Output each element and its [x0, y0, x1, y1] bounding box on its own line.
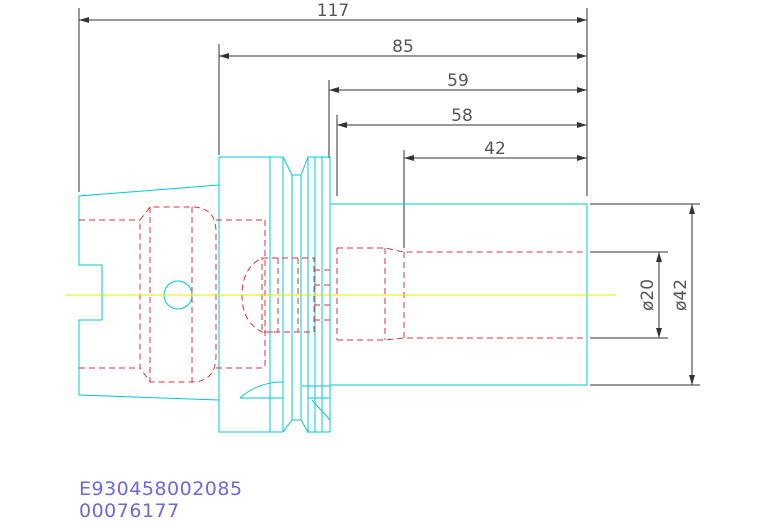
serial-number: 00076177	[79, 500, 180, 522]
dim-85: 85	[392, 37, 414, 57]
dia-42: ø42	[671, 279, 691, 311]
dim-117: 117	[317, 1, 349, 21]
dim-42: 42	[484, 139, 506, 159]
part-number: E930458002085	[79, 478, 243, 500]
dim-59: 59	[447, 71, 469, 91]
dimension-lines	[78, 8, 700, 386]
dimension-labels: 117 85 59 58 42 ø20 ø42	[317, 1, 691, 311]
dia-20: ø20	[638, 279, 658, 311]
dim-58: 58	[451, 106, 473, 126]
hidden-features	[79, 206, 587, 383]
